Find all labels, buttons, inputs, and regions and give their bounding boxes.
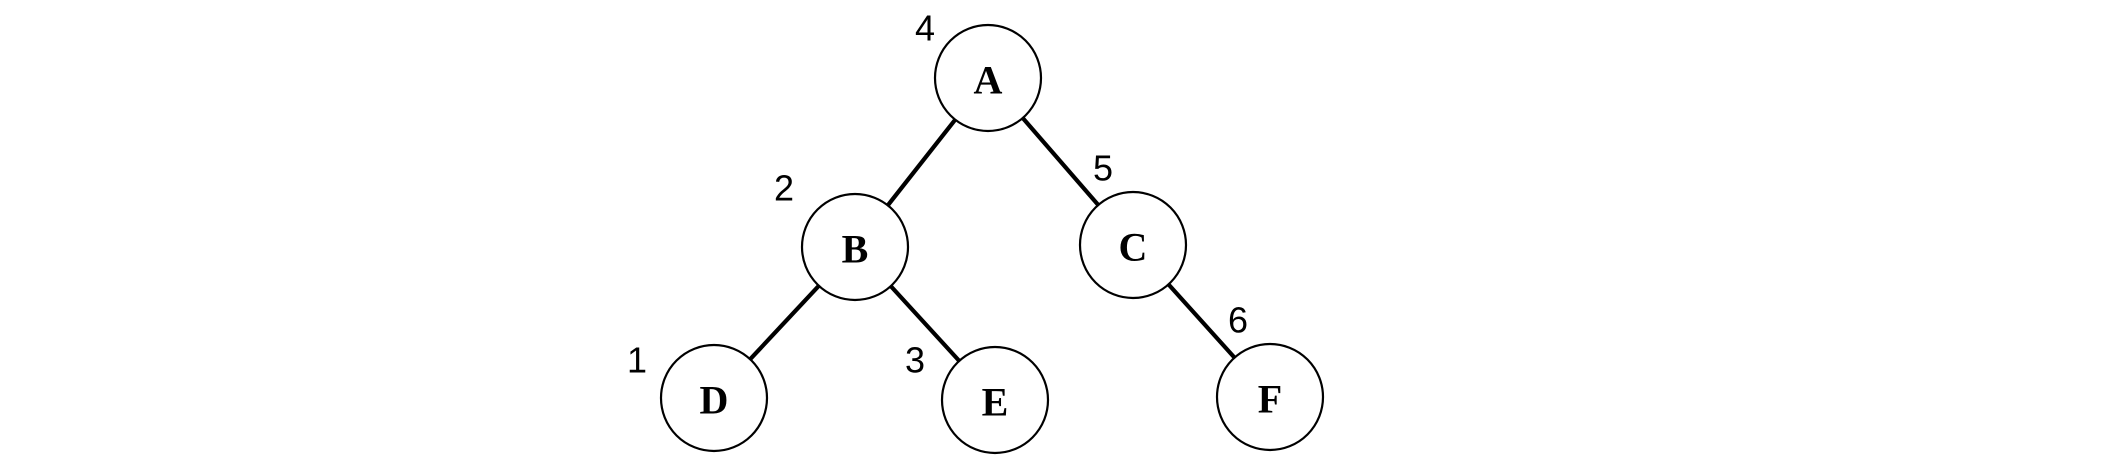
node-circle-b[interactable]	[800, 192, 910, 302]
node-number-b: 2	[774, 168, 794, 209]
node-circle-e[interactable]	[940, 345, 1050, 455]
node-circle-f[interactable]	[1215, 342, 1325, 452]
tree-edge-a-c	[1020, 115, 1101, 208]
tree-edge-b-e	[888, 283, 962, 364]
tree-edge-a-b	[885, 117, 958, 208]
node-circle-a[interactable]	[933, 23, 1043, 133]
node-number-a: 4	[915, 8, 935, 49]
node-label-f: F	[1258, 377, 1282, 422]
node-number-c: 5	[1093, 148, 1113, 189]
tree-node-d[interactable]: D	[659, 343, 769, 453]
node-label-a: A	[974, 58, 1003, 103]
tree-edge-c-f	[1166, 282, 1237, 360]
edge-weight-labels-layer: 4 2 5 1 3 6	[627, 8, 1248, 381]
tree-node-b[interactable]: B	[800, 192, 910, 302]
tree-node-f[interactable]: F	[1215, 342, 1325, 452]
node-number-e: 3	[905, 340, 925, 381]
node-label-b: B	[842, 227, 869, 272]
node-number-d: 1	[627, 340, 647, 381]
node-circle-c[interactable]	[1078, 190, 1188, 300]
node-label-c: C	[1119, 225, 1148, 270]
tree-edge-b-d	[747, 283, 822, 362]
node-label-d: D	[700, 378, 729, 423]
tree-node-e[interactable]: E	[940, 345, 1050, 455]
node-number-f: 6	[1228, 300, 1248, 341]
node-circle-d[interactable]	[659, 343, 769, 453]
node-label-e: E	[982, 380, 1009, 425]
edges-layer	[747, 115, 1237, 364]
tree-node-a[interactable]: A	[933, 23, 1043, 133]
nodes-layer: A B C D E F	[659, 23, 1325, 455]
tree-node-c[interactable]: C	[1078, 190, 1188, 300]
